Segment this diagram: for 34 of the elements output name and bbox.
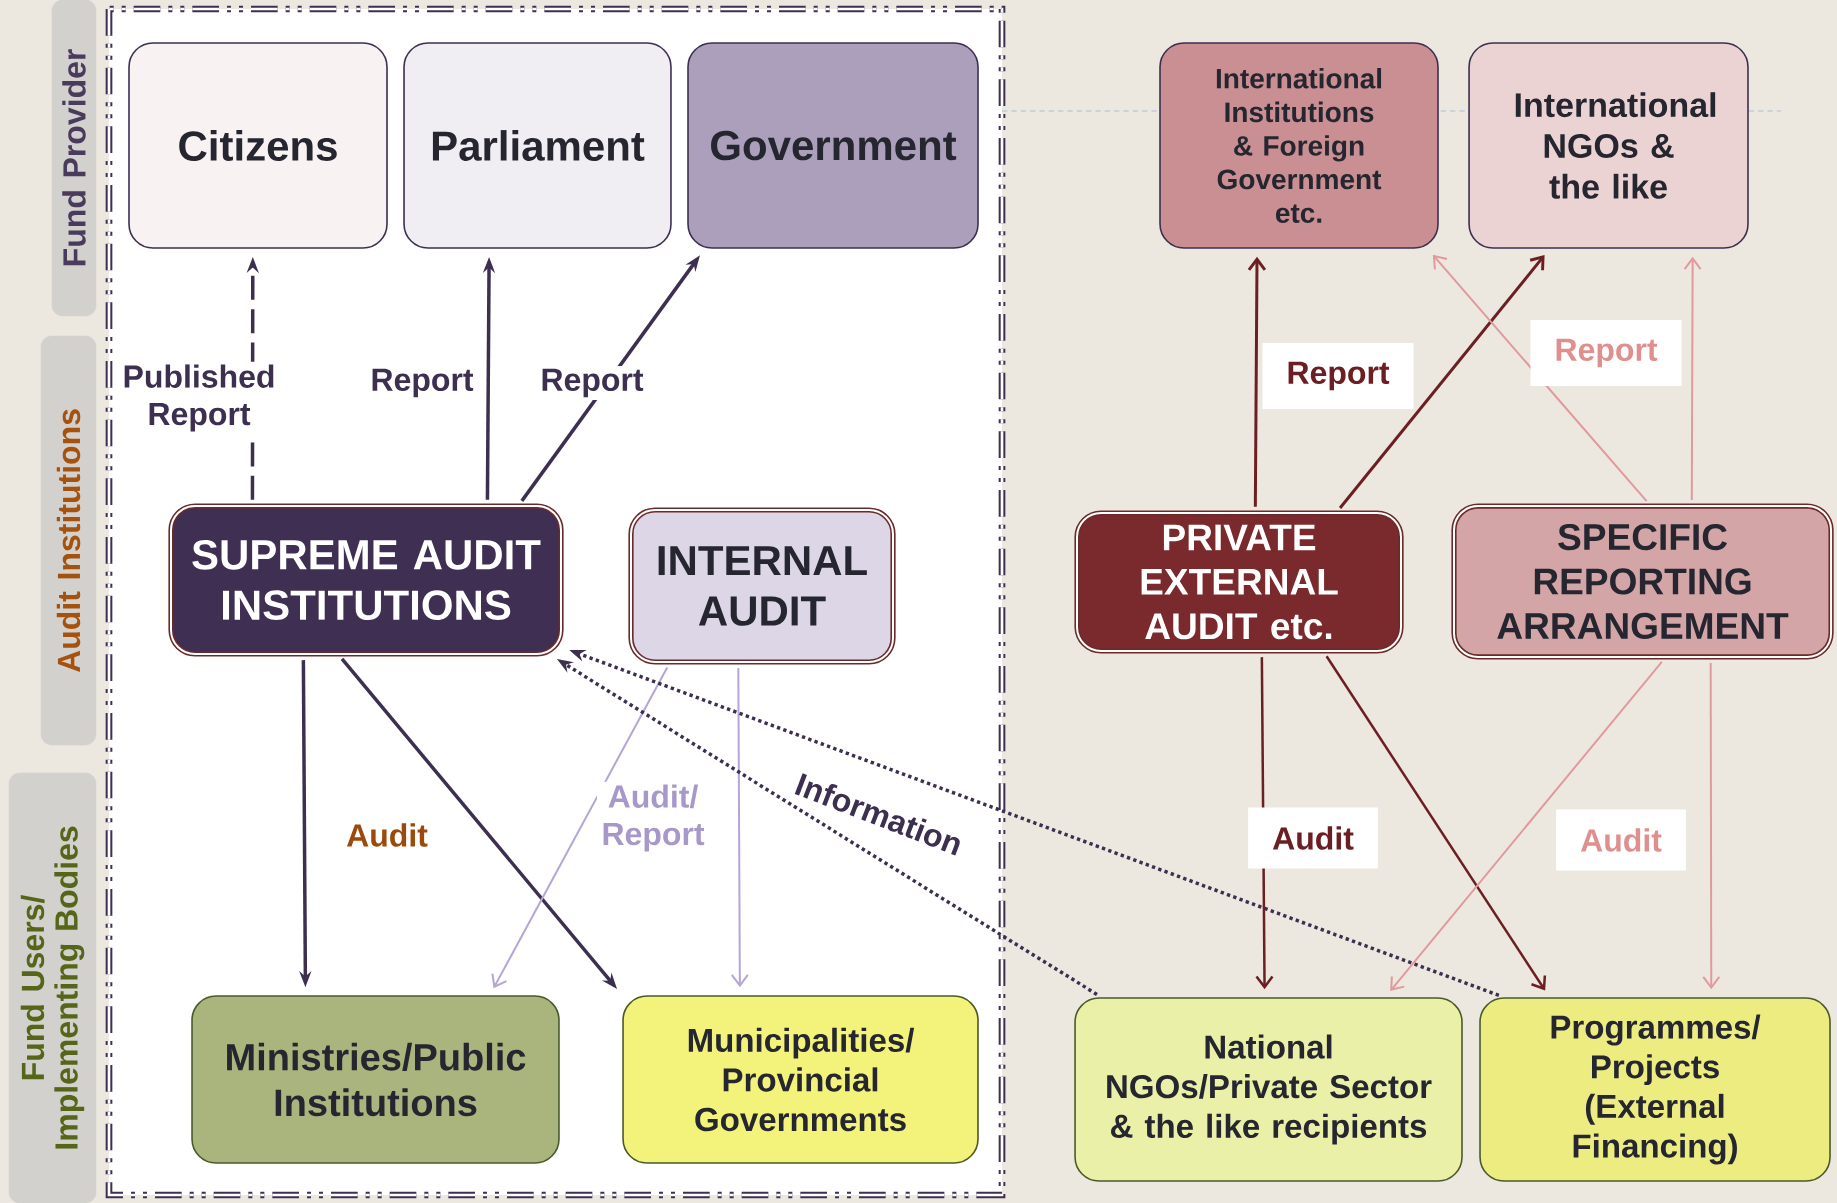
process-box: International Institutions & Foreign Government etc. <box>1159 42 1439 249</box>
arrow <box>730 667 749 988</box>
process-box: Municipalities/ Provincial Governments <box>622 995 979 1164</box>
arrow <box>1702 662 1721 990</box>
process-box: National NGOs/Private Sector & the like recipients <box>1074 997 1463 1182</box>
arrow <box>491 666 669 989</box>
arrow <box>1683 256 1702 501</box>
edge-label: Report <box>1530 320 1682 386</box>
process-box: Parliament <box>403 42 672 249</box>
process-box: SUPREME AUDIT INSTITUTIONS <box>168 503 564 657</box>
edge-label: Audit <box>1556 809 1686 871</box>
edge-label: Audit <box>343 820 431 850</box>
process-box: Ministries/Public Institutions <box>191 995 560 1164</box>
section-tab: Fund Provider <box>51 0 97 317</box>
edge-label: Report <box>1262 343 1414 409</box>
process-box: Government <box>687 42 979 249</box>
section-tab: Fund Users/ Implementing Bodies <box>8 772 97 1203</box>
edge-label: Published Report <box>116 361 282 435</box>
arrow <box>1325 655 1547 991</box>
edge-label: Audit/ Report <box>597 781 709 855</box>
edge-label: Report <box>537 366 647 400</box>
process-box: International NGOs & the like <box>1468 42 1749 249</box>
arrow <box>1247 256 1267 507</box>
arrow <box>1432 254 1648 503</box>
arrow <box>1338 255 1545 509</box>
section-tab: Audit Institutions <box>40 335 97 746</box>
arrow <box>1390 660 1663 992</box>
process-box: PRIVATE EXTERNAL AUDIT etc. <box>1074 510 1404 654</box>
edge-label: Audit <box>1248 807 1378 869</box>
process-box: Citizens <box>128 42 388 249</box>
process-box: SPECIFIC REPORTING ARRANGEMENT <box>1451 503 1834 660</box>
process-box: INTERNAL AUDIT <box>628 507 896 665</box>
process-box: Programmes/ Projects (External Financing) <box>1479 997 1831 1182</box>
edge-label: Report <box>367 366 477 400</box>
